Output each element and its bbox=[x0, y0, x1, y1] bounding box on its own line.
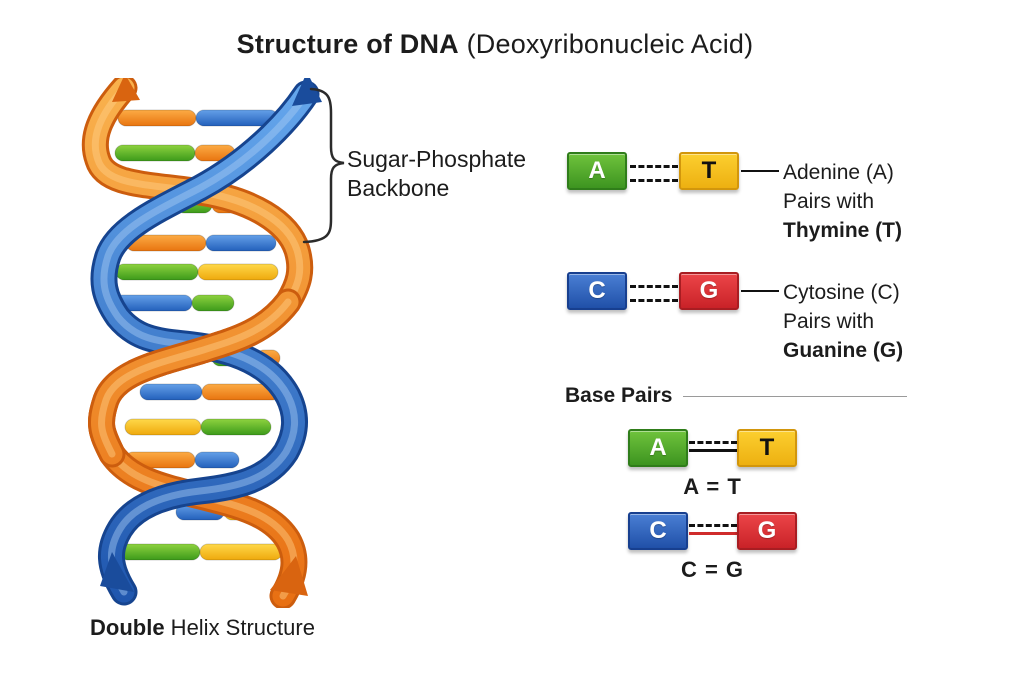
backbone-label-line2: Backbone bbox=[347, 175, 450, 201]
desc-line-bold: Guanine (G) bbox=[783, 339, 904, 362]
desc-line: Cytosine (C) bbox=[783, 281, 900, 304]
double-helix-caption: Double Helix Structure bbox=[90, 615, 315, 641]
rung-segment-green bbox=[191, 294, 235, 312]
cytosine-box: C bbox=[567, 272, 627, 310]
callout-line bbox=[741, 290, 779, 292]
bond-solid-line bbox=[689, 449, 737, 452]
bond-red-line bbox=[689, 532, 737, 535]
equation-c-g: C = G bbox=[680, 557, 745, 582]
thymine-box: T bbox=[679, 152, 739, 190]
thymine-letter: T bbox=[701, 157, 717, 184]
hydrogen-bond-dash bbox=[630, 179, 678, 182]
rung-segment-yellow bbox=[124, 418, 202, 436]
base-pair-guanine-box: G bbox=[737, 512, 797, 550]
callout-line bbox=[741, 170, 779, 172]
orange-strand-front-crossing bbox=[88, 288, 302, 468]
page-title-bold: Structure of DNA bbox=[236, 29, 459, 59]
desc-line: Pairs with bbox=[783, 190, 875, 213]
rung-segment-blue bbox=[139, 383, 203, 401]
hydrogen-bond-dash bbox=[630, 165, 678, 168]
base-pair-guanine-letter: G bbox=[757, 517, 777, 544]
bond-dash-line bbox=[689, 441, 737, 444]
page-title-regular: (Deoxyribonucleic Acid) bbox=[458, 29, 754, 59]
rung-segment-yellow bbox=[199, 543, 283, 561]
strand-end-tips bbox=[100, 78, 322, 596]
base-pair-thymine-box: T bbox=[737, 429, 797, 467]
base-pair-thymine-letter: T bbox=[759, 434, 775, 461]
hydrogen-bond-dash bbox=[630, 285, 678, 288]
rung-segment-yellow bbox=[197, 263, 279, 281]
hydrogen-bond-dash bbox=[630, 299, 678, 302]
backbone-label-line1: Sugar-Phosphate bbox=[347, 146, 527, 172]
base-pair-adenine-letter: A bbox=[649, 434, 667, 461]
rung-segment-blue bbox=[194, 451, 240, 469]
caption-regular: Helix Structure bbox=[164, 615, 315, 640]
guanine-letter: G bbox=[699, 277, 719, 304]
rung-segment-blue bbox=[205, 234, 277, 252]
adenine-letter: A bbox=[588, 157, 606, 184]
adenine-box: A bbox=[567, 152, 627, 190]
cytosine-letter: C bbox=[588, 277, 606, 304]
rung-segment-green bbox=[119, 543, 201, 561]
bond-dash-line bbox=[689, 524, 737, 527]
cytosine-guanine-description: Cytosine (C) Pairs with Guanine (G) bbox=[783, 278, 903, 365]
rung-segment-green bbox=[114, 144, 196, 162]
base-pairs-heading: Base Pairs bbox=[565, 384, 673, 407]
sugar-phosphate-backbone-label: Sugar-Phosphate Backbone bbox=[347, 145, 526, 203]
page-title: Structure of DNA (Deoxyribonucleic Acid) bbox=[0, 27, 990, 61]
desc-line: Adenine (A) bbox=[783, 161, 894, 184]
brace-bracket-icon bbox=[302, 87, 345, 244]
guanine-box: G bbox=[679, 272, 739, 310]
base-pair-adenine-box: A bbox=[628, 429, 688, 467]
base-pair-cytosine-box: C bbox=[628, 512, 688, 550]
desc-line: Pairs with bbox=[783, 310, 875, 333]
base-pair-cytosine-letter: C bbox=[649, 517, 667, 544]
adenine-thymine-description: Adenine (A) Pairs with Thymine (T) bbox=[783, 158, 902, 245]
dna-helix-illustration bbox=[81, 78, 322, 608]
caption-bold: Double bbox=[90, 615, 165, 640]
heading-rule bbox=[683, 396, 907, 397]
rung-segment-orange bbox=[117, 109, 197, 127]
rung-segment-green bbox=[115, 263, 199, 281]
rung-segment-green bbox=[200, 418, 272, 436]
equation-a-t: A = T bbox=[683, 474, 742, 499]
desc-line-bold: Thymine (T) bbox=[783, 219, 902, 242]
